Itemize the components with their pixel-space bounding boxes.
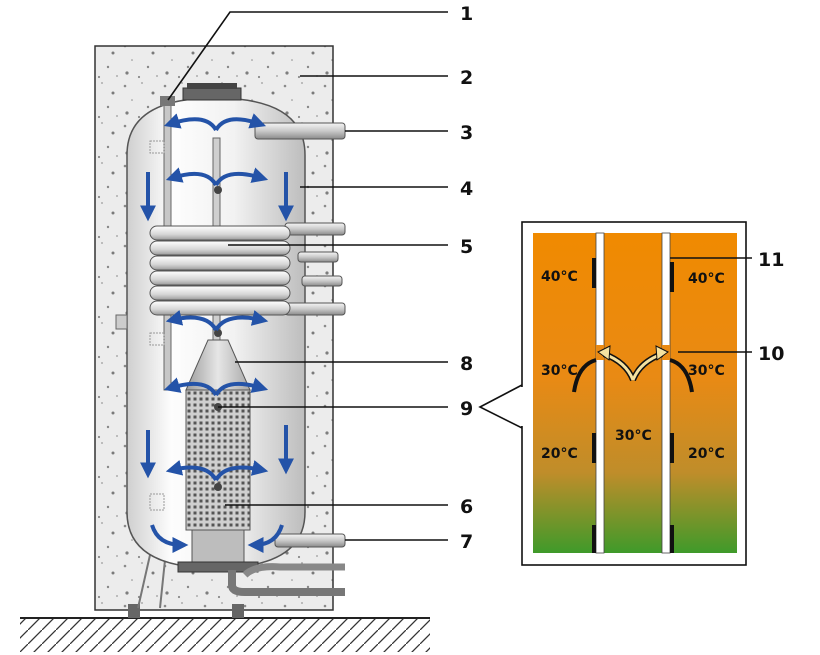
- inset-flap-valves: [592, 258, 674, 553]
- cold-water-inlet-pipe: [274, 533, 346, 548]
- temp-left-mid: 30°C: [541, 363, 578, 379]
- inset-tube-right: [661, 232, 671, 554]
- callout-9: 9: [460, 398, 473, 420]
- inset-arrowhead-right: [655, 345, 669, 361]
- tank-stand-left: [137, 554, 166, 609]
- callout-3: 3: [460, 122, 473, 144]
- temp-right-low: 20°C: [688, 446, 725, 462]
- callout-11: 11: [758, 249, 784, 271]
- hot-water-outlet-pipe: [254, 122, 346, 140]
- valve-lower: [214, 483, 222, 491]
- heat-exchanger-coil-icon: [149, 225, 291, 316]
- callout-6: 6: [460, 496, 473, 518]
- callout-10: 10: [758, 343, 784, 365]
- flow-arrow-icon: [140, 113, 294, 553]
- callout-5: 5: [460, 236, 473, 258]
- foot-right: [232, 604, 244, 618]
- top-flange: [182, 87, 242, 101]
- temp-left-top: 40°C: [541, 269, 578, 285]
- coil-inlet-pipe: [284, 222, 346, 236]
- stratification-tube-icon: [185, 389, 251, 531]
- temp-center: 30°C: [615, 428, 652, 444]
- callout-7: 7: [460, 531, 473, 553]
- inset-temperature-gradient: [533, 233, 737, 553]
- side-connector: [115, 314, 128, 330]
- callout-4: 4: [460, 178, 473, 200]
- side-port-2: [301, 275, 343, 287]
- callout-2: 2: [460, 67, 473, 89]
- temp-right-top: 40°C: [688, 271, 725, 287]
- anode-cap: [160, 96, 175, 106]
- bottom-return-pipe-2: [242, 563, 345, 578]
- valve-top: [214, 186, 222, 194]
- inset-tube-left: [595, 232, 605, 554]
- stratification-base: [191, 529, 245, 563]
- foot-left: [128, 604, 140, 618]
- bottom-return-pipe: [228, 570, 345, 596]
- top-flange-bolts: [187, 83, 237, 89]
- inset-arrowhead-left: [597, 345, 611, 361]
- inset-open-flap-left: [572, 358, 597, 393]
- callout-8: 8: [460, 353, 473, 375]
- sensor-pocket-3: [149, 493, 165, 511]
- ground-hatch-icon: [20, 618, 430, 652]
- temp-left-low: 20°C: [541, 446, 578, 462]
- sensor-pocket-2: [149, 332, 165, 346]
- inset-pointer: [478, 383, 523, 430]
- side-port-1: [297, 251, 339, 263]
- valve-upper: [214, 329, 222, 337]
- coil-outlet-pipe: [284, 302, 346, 316]
- inset-open-flap-right: [669, 358, 694, 393]
- callout-1: 1: [460, 3, 473, 25]
- temp-right-mid: 30°C: [688, 363, 725, 379]
- callout-leaders: [167, 11, 448, 541]
- sensor-pocket-1: [149, 140, 165, 154]
